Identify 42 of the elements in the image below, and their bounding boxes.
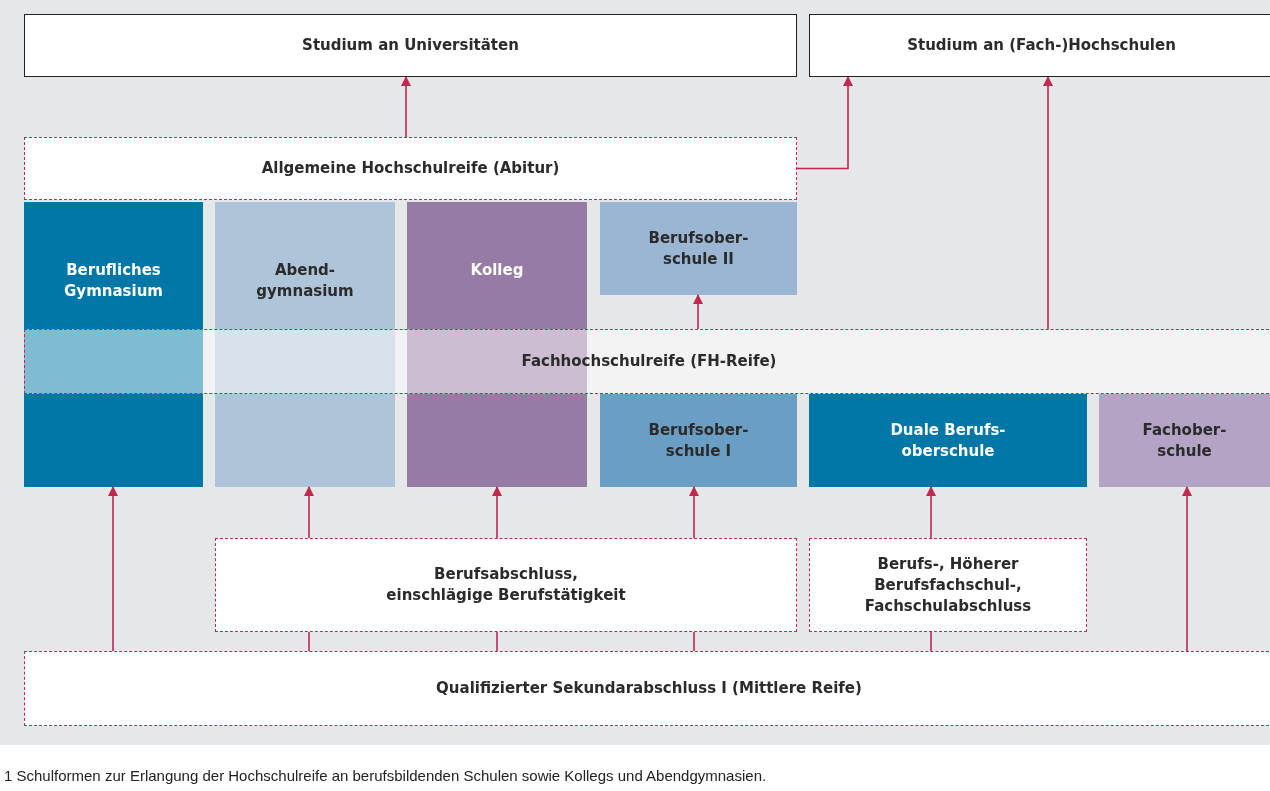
connector-line — [693, 631, 695, 652]
arrow — [926, 486, 936, 539]
degree-box — [809, 14, 1270, 77]
arrow — [492, 486, 502, 539]
school-column — [215, 202, 395, 487]
arrow — [796, 76, 853, 170]
qualification-box — [24, 651, 1270, 726]
arrow — [1043, 76, 1053, 330]
connector-line — [930, 631, 932, 652]
node-label: Abend- gymnasium — [255, 260, 355, 302]
school-box — [600, 394, 797, 487]
school-box — [600, 202, 797, 295]
arrow — [689, 486, 699, 539]
footnote: 1 Schulformen zur Erlangung der Hochschulreife an berufsbildenden Schulen sowie Kollegs und Abendgymnasien. — [4, 767, 767, 784]
connector-line — [496, 631, 498, 652]
node-label: Qualifizierter Sekundarabschluss I (Mittlere Reife) — [436, 678, 862, 699]
node-label: Allgemeine Hochschulreife (Abitur) — [261, 158, 560, 179]
node-label: Berufsober- schule II — [647, 227, 750, 270]
arrow — [693, 294, 703, 330]
node-label: Kolleg — [470, 260, 524, 281]
node-label: Duale Berufs- oberschule — [889, 419, 1007, 462]
qualification-box — [24, 137, 797, 200]
arrow — [304, 486, 314, 539]
node-label: Berufsober- schule I — [647, 419, 750, 462]
node-label: Studium an Universitäten — [302, 35, 519, 56]
connector-line — [308, 631, 310, 652]
node-label: Fachober- schule — [1141, 419, 1228, 462]
qualification-box — [809, 538, 1087, 632]
school-box — [1099, 394, 1270, 487]
arrow — [401, 76, 411, 138]
school-column — [24, 202, 203, 487]
node-label: Berufsabschluss, einschlägige Berufstätigkeit — [385, 564, 627, 606]
node-label: Berufs-, Höherer Berufsfachschul-, Fachschulabschluss — [863, 553, 1033, 617]
school-box — [809, 394, 1087, 487]
node-label: Fachhochschulreife (FH-Reife) — [521, 351, 777, 372]
qualification-band — [24, 329, 1270, 394]
node-label: Studium an (Fach-)Hochschulen — [907, 35, 1176, 56]
qualification-box — [215, 538, 797, 632]
node-label: Berufliches Gymnasium — [63, 260, 164, 302]
arrow — [1182, 486, 1192, 652]
arrow — [108, 486, 118, 652]
degree-box — [24, 14, 797, 77]
